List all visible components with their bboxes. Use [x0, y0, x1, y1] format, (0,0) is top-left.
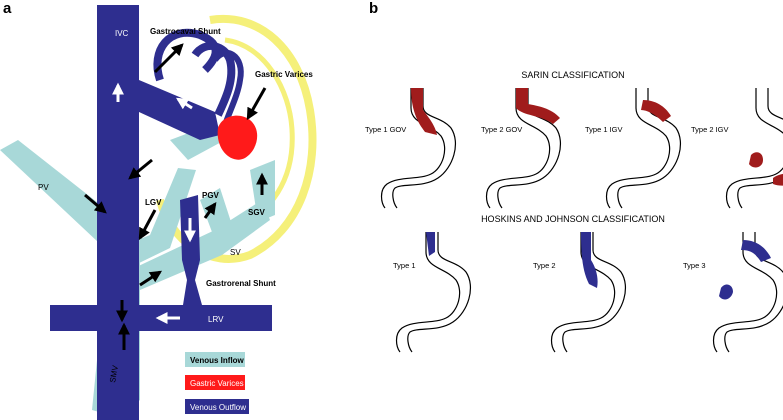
legend-venous-outflow-swatch [185, 399, 249, 414]
sarin-type-label: Type 1 GOV [365, 125, 406, 134]
gastric-varices-label: Gastric Varices [255, 70, 313, 79]
sarin-type-2-igv: Type 2 IGV [691, 87, 783, 209]
sarin-type-2-gov: Type 2 GOV [481, 87, 562, 209]
ivc-label: IVC [115, 29, 129, 38]
smv-label: SMV [108, 364, 120, 383]
lrv-label: LRV [208, 315, 224, 324]
gastrorenal-shunt-label: Gastrorenal Shunt [206, 279, 276, 288]
legend-gastric-varices: Gastric Varices [190, 379, 244, 388]
legend: Venous Inflow Gastric Varices Venous Out… [185, 352, 249, 414]
sarin-type-1-gov: Type 1 GOV [365, 87, 457, 209]
sarin-type-1-igv: Type 1 IGV [585, 87, 682, 209]
classification-diagram: SARIN CLASSIFICATION Type 1 GOV Type 2 G… [365, 70, 783, 353]
pv-label: PV [38, 183, 49, 192]
hoskins-type-2: Type 2 [533, 231, 627, 353]
gastric-varices-blob [217, 115, 258, 160]
hoskins-type-3: Type 3 [683, 231, 783, 353]
legend-venous-inflow: Venous Inflow [190, 356, 245, 365]
pgv-label: PGV [202, 191, 220, 200]
panel-a-letter: a [3, 0, 12, 17]
legend-gastric-varices-swatch [185, 375, 245, 390]
legend-venous-inflow-swatch [185, 352, 245, 367]
sarin-title: SARIN CLASSIFICATION [521, 70, 624, 80]
sgv-label: SGV [248, 208, 266, 217]
hoskins-type-1: Type 1 [393, 231, 472, 353]
hoskins-title: HOSKINS AND JOHNSON CLASSIFICATION [481, 214, 665, 224]
sarin-type-label: Type 2 GOV [481, 125, 522, 134]
venous-outflow-vessels [50, 5, 272, 420]
lgv-label: LGV [145, 198, 162, 207]
flow-arrows [84, 43, 268, 350]
panel-b-letter: b [369, 0, 379, 17]
sv-label: SV [230, 248, 241, 257]
portal-anatomy-diagram: IVC Gastrocaval Shunt Gastric Varices PV… [0, 5, 317, 420]
hoskins-type-label: Type 1 [393, 261, 416, 270]
sarin-type-label: Type 2 IGV [691, 125, 729, 134]
hoskins-type-label: Type 2 [533, 261, 556, 270]
legend-venous-outflow: Venous Outflow [190, 403, 246, 412]
gastrocaval-shunt-label: Gastrocaval Shunt [150, 27, 221, 36]
sarin-type-label: Type 1 IGV [585, 125, 623, 134]
hoskins-type-label: Type 3 [683, 261, 706, 270]
